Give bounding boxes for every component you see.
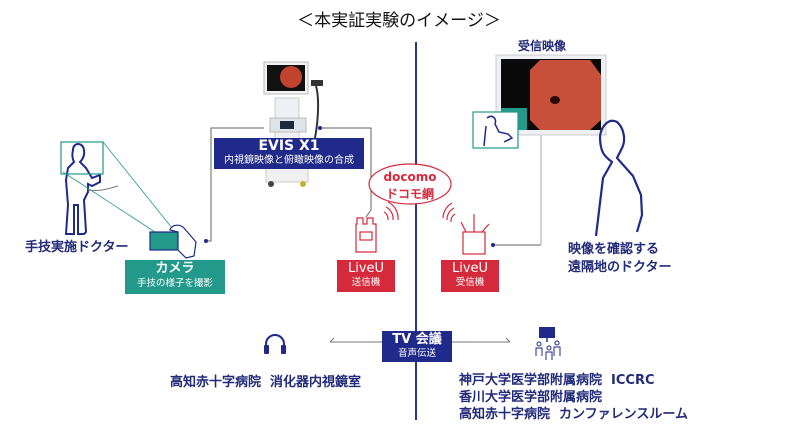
surgeon-label: 手技実施ドクター bbox=[25, 240, 129, 255]
liveu-rx-name: LiveU bbox=[451, 261, 489, 276]
liveu-tx-desc: 送信機 bbox=[351, 277, 381, 288]
liveu-transmitter-box: LiveU 送信機 bbox=[337, 260, 395, 292]
camera-name: カメラ bbox=[155, 261, 195, 276]
diagram-title: ＜本実証実験のイメージ＞ bbox=[297, 11, 501, 31]
evis-x1-box: EVIS X1 内視鏡映像と俯瞰映像の合成 bbox=[214, 138, 364, 169]
left-site-label: 高知赤十字病院 消化器内視鏡室 bbox=[170, 375, 362, 390]
docomo-brand: docomo bbox=[383, 170, 437, 184]
camcorder-icon bbox=[149, 224, 197, 259]
liveu-receiver-box: LiveU 受信機 bbox=[441, 260, 499, 292]
tv-conference-name: TV 会議 bbox=[392, 332, 442, 347]
received-monitor-icon bbox=[495, 54, 607, 136]
liveu-rx-desc: 受信機 bbox=[455, 277, 485, 288]
tv-conference-box: TV 会議 音声伝送 bbox=[382, 331, 452, 362]
docomo-network-label: ドコモ網 bbox=[385, 187, 434, 201]
camera-box: カメラ 手技の様子を撮影 bbox=[125, 260, 225, 294]
liveu-receiver-icon bbox=[442, 202, 490, 255]
evis-to-liveu-line bbox=[320, 127, 372, 218]
camera-desc: 手技の様子を撮影 bbox=[136, 278, 213, 289]
evis-x1-name: EVIS X1 bbox=[258, 138, 320, 154]
remote-doctor-label-line1: 映像を確認する bbox=[568, 242, 660, 257]
remote-doctor-label-line2: 遠隔地のドクター bbox=[568, 260, 672, 275]
camera-to-evis-line bbox=[206, 127, 264, 242]
right-site-2: 香川大学医学部附属病院 bbox=[459, 390, 603, 405]
received-video-label: 受信映像 bbox=[518, 39, 567, 53]
meeting-group-icon bbox=[535, 327, 561, 360]
surgeon-figure-icon bbox=[64, 143, 101, 235]
tv-conference-desc: 音声伝送 bbox=[397, 348, 436, 359]
surgeon-view-frame bbox=[60, 141, 104, 175]
right-site-3: 高知赤十字病院 カンファレンスルーム bbox=[459, 407, 689, 422]
right-site-1: 神戸大学医学部附属病院 ICCRC bbox=[459, 373, 655, 388]
docomo-network-ellipse bbox=[368, 163, 452, 205]
inset-surgeon-frame bbox=[472, 111, 519, 149]
liveu-tx-name: LiveU bbox=[347, 261, 385, 276]
evis-x1-desc: 内視鏡映像と俯瞰映像の合成 bbox=[224, 155, 354, 166]
headphones-icon bbox=[264, 334, 286, 354]
liveu-transmitter-icon bbox=[355, 201, 399, 253]
remote-doctor-figure-icon bbox=[594, 119, 644, 237]
